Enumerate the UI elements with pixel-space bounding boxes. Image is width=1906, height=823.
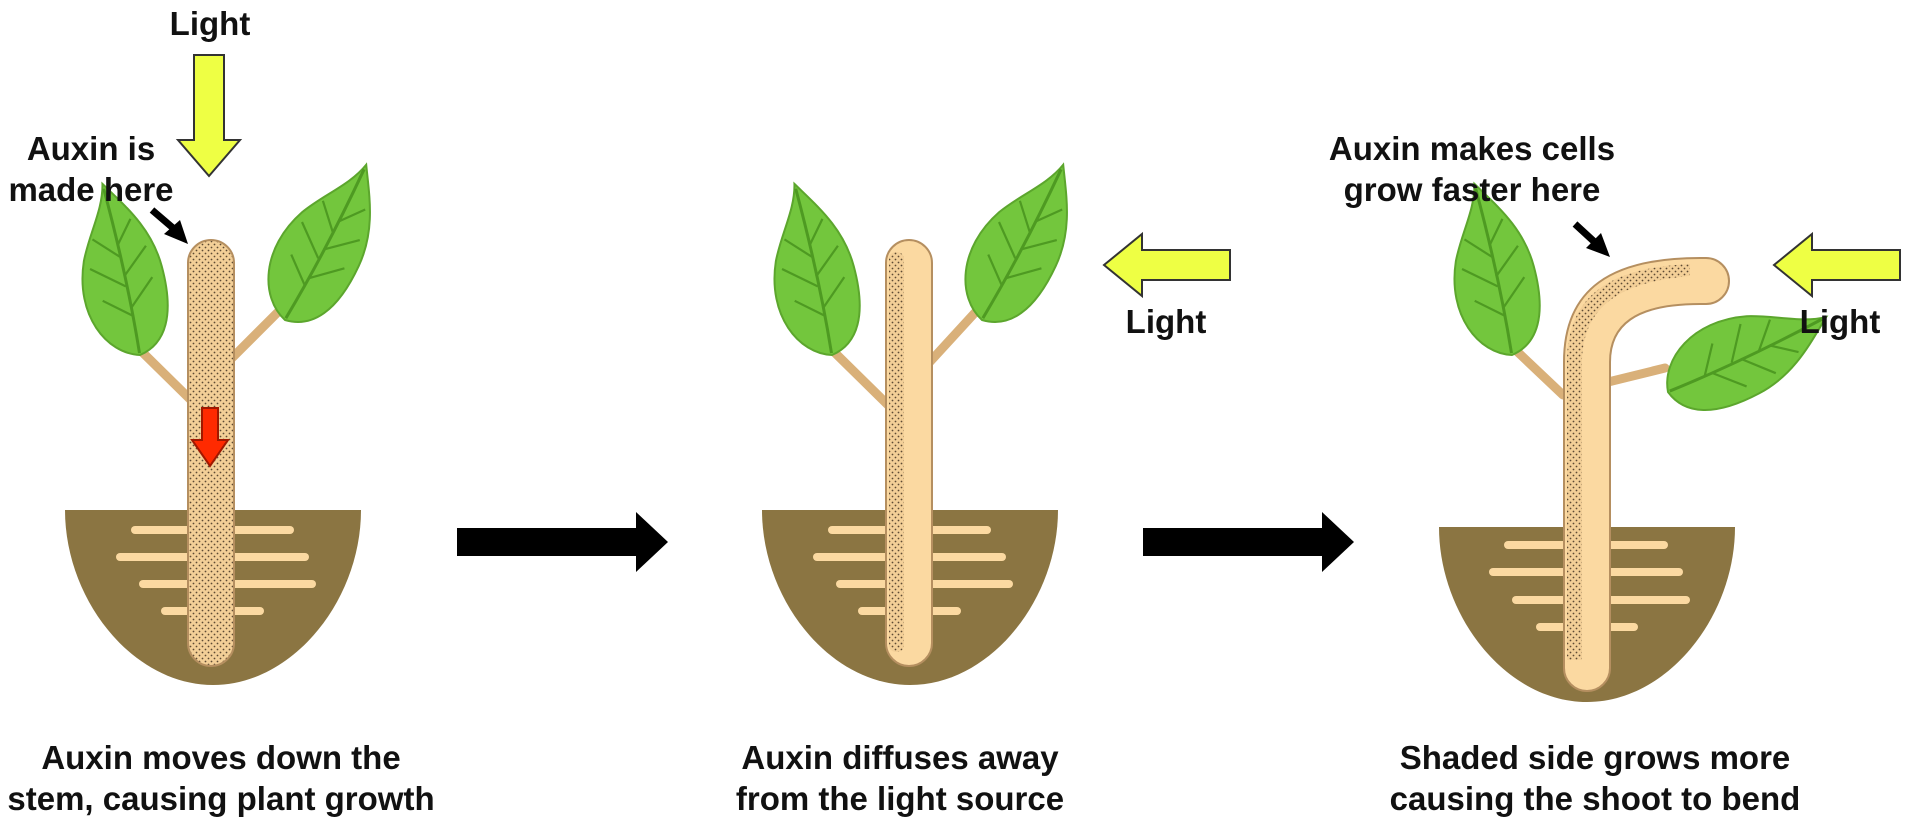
light-arrow-left (1772, 231, 1901, 299)
pointer-arrow (1572, 221, 1610, 257)
auxin-shaded-side (1567, 264, 1690, 660)
side-branches (822, 300, 987, 410)
step-arrow-2 (1143, 512, 1354, 572)
caption-1: Auxin moves down the stem, causing plant… (0, 737, 442, 819)
light-label-top: Light (169, 5, 251, 42)
leaf-icon (944, 143, 1098, 341)
auxin-grow-faster-label: Auxin makes cells grow faster here (1300, 128, 1644, 210)
light-arrow-left (1102, 231, 1231, 299)
leaf-icon (747, 173, 877, 367)
auxin-shaded-side (889, 252, 904, 652)
light-arrow-down (175, 54, 243, 178)
bent-stem (1563, 257, 1730, 692)
light-label-middle: Light (1125, 303, 1207, 340)
leaf-icon (247, 143, 401, 341)
auxin-grow-faster-line2: grow faster here (1343, 171, 1601, 208)
pointer-arrow (149, 207, 188, 244)
step-arrow-1 (457, 512, 668, 572)
auxin-grow-faster-line1: Auxin makes cells (1328, 130, 1616, 167)
caption-1-line1: Auxin moves down the (41, 739, 401, 776)
caption-2: Auxin diffuses away from the light sourc… (700, 737, 1100, 819)
auxin-made-here-line1: Auxin is (26, 130, 156, 167)
caption-2-line1: Auxin diffuses away (741, 739, 1059, 776)
light-label-right: Light (1799, 303, 1881, 340)
plant-1 (55, 54, 401, 685)
caption-2-line2: from the light source (735, 780, 1065, 817)
caption-1-line2: stem, causing plant growth (7, 780, 435, 817)
caption-3: Shaded side grows more causing the shoot… (1370, 737, 1820, 819)
auxin-made-here-line2: made here (8, 171, 174, 208)
plant-3 (1427, 173, 1901, 702)
caption-3-line2: causing the shoot to bend (1389, 780, 1801, 817)
auxin-down-arrow (190, 407, 230, 468)
plant-2 (747, 143, 1231, 685)
auxin-made-here-label: Auxin is made here (0, 128, 182, 210)
caption-3-line1: Shaded side grows more (1399, 739, 1791, 776)
